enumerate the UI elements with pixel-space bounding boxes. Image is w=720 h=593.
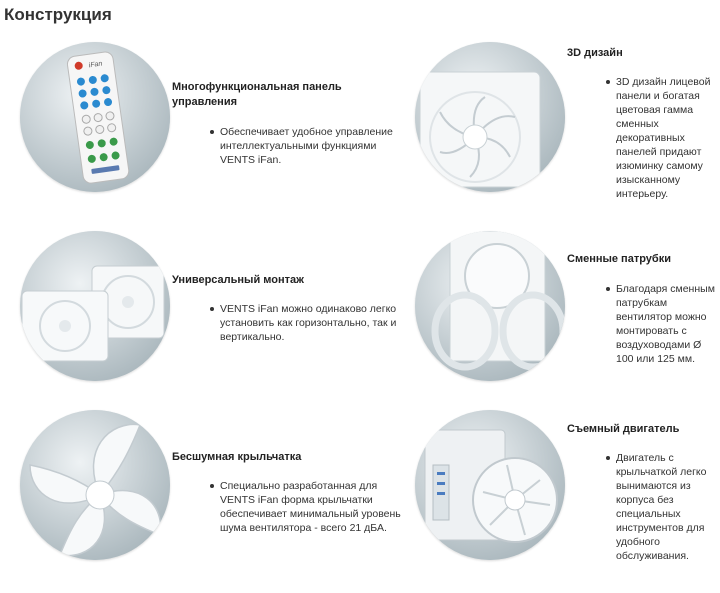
feature-desc-replaceable-ducts: Благодаря сменным патрубкам вентилятор м… [606,282,718,366]
motor-image [415,410,565,560]
feature-title-silent-impeller: Бесшумная крыльчатка [172,451,302,463]
feature-desc-universal-mount: VENTS iFan можно одинаково легко установ… [210,302,410,344]
feature-desc-3d-design: 3D дизайн лицевой панели и богатая цвето… [606,75,718,201]
feature-desc-text: VENTS iFan можно одинаково легко установ… [210,302,410,344]
fan-panel-image [415,42,565,192]
two-fans-image [20,231,170,381]
duct-rings-image [415,231,565,381]
feature-title-3d-design: 3D дизайн [567,47,623,59]
feature-title-universal-mount: Универсальный монтаж [172,274,304,286]
feature-title-control-panel: Многофункциональная панель управления [172,81,342,108]
remote-logo: iFan [88,60,103,69]
feature-desc-text: Двигатель с крыльчаткой легко вынимаются… [606,451,718,563]
remote-control-image: iFan [20,42,170,192]
feature-desc-text: Специально разработанная для VENTS iFan … [210,479,410,535]
feature-desc-silent-impeller: Специально разработанная для VENTS iFan … [210,479,410,535]
feature-title-removable-motor: Съемный двигатель [567,423,680,435]
feature-desc-removable-motor: Двигатель с крыльчаткой легко вынимаются… [606,451,718,563]
impeller-image [20,410,170,560]
feature-desc-text: Обеспечивает удобное управление интеллек… [210,125,410,167]
feature-desc-text: Благодаря сменным патрубкам вентилятор м… [606,282,718,366]
feature-desc-control-panel: Обеспечивает удобное управление интеллек… [210,125,410,167]
feature-desc-text: 3D дизайн лицевой панели и богатая цвето… [606,75,718,201]
page-title: Конструкция [4,5,112,24]
feature-title-replaceable-ducts: Сменные патрубки [567,253,671,265]
